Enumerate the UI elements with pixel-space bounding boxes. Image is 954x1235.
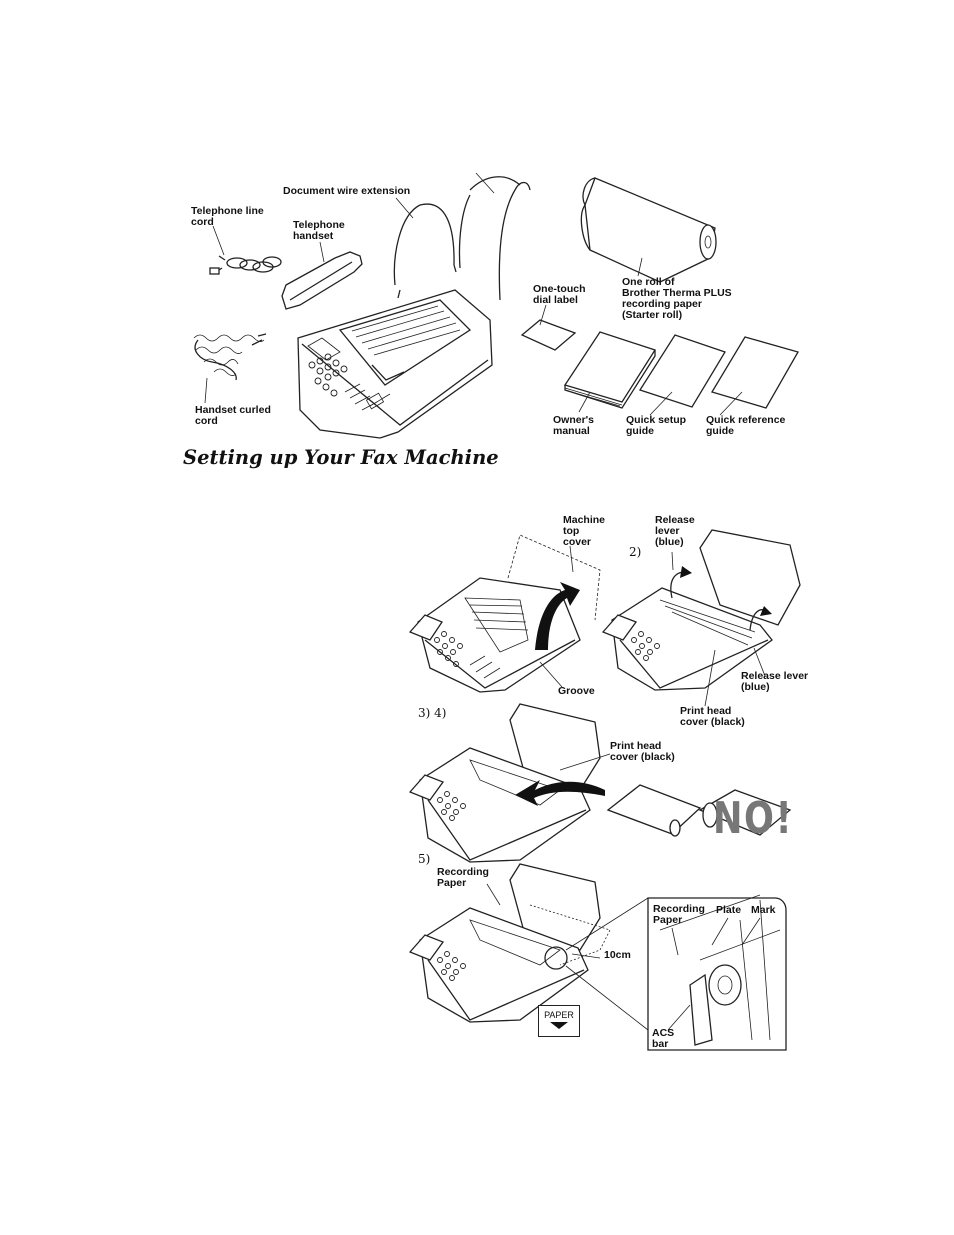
paper-roll-drawing (580, 177, 717, 283)
telephone-handset-drawing (281, 251, 363, 310)
section-title: Setting up Your Fax Machine (183, 446, 499, 469)
label-quick-reference-guide: Quick reference guide (706, 414, 786, 437)
telephone-line-cord-drawing (209, 255, 282, 275)
label-print-head-cover-step2: Print head cover (black) (680, 705, 745, 728)
label-one-touch-dial-label: One-touch dial label (533, 283, 586, 306)
step-5-number: 5) (418, 852, 431, 866)
label-telephone-line-cord: Telephone line cord (191, 205, 264, 228)
label-document-wire-extension: Document wire extension (283, 185, 411, 197)
label-machine-top-cover: Machine top cover (563, 514, 606, 548)
label-release-lever-right: Release lever (blue) (741, 670, 809, 693)
dial-label-drawing (520, 319, 577, 351)
step-3-4-number: 3) 4) (418, 706, 447, 720)
label-one-roll-paper: One roll of Brother Therma PLUS recordin… (622, 276, 732, 321)
label-recording-paper-step5: Recording Paper (437, 866, 489, 889)
label-telephone-handset: Telephone handset (293, 219, 345, 242)
label-inset-mark: Mark (751, 904, 776, 916)
label-print-head-cover-step3: Print head cover (black) (610, 740, 675, 763)
paper-button-label: PAPER (544, 1010, 574, 1020)
label-inset-acs-bar: ACS bar (652, 1027, 675, 1050)
step-2-number: 2) (629, 545, 642, 559)
label-groove: Groove (558, 685, 595, 697)
no-warning-text: NO! (713, 793, 794, 844)
leader-lines (204, 172, 743, 416)
label-10cm: 10cm (604, 949, 631, 961)
quick-reference-guide-drawing (711, 336, 799, 409)
document-wire-extension-drawing (393, 176, 531, 301)
arrow-down-icon (550, 1022, 568, 1029)
paper-button-symbol: PAPER (538, 1005, 580, 1037)
owners-manual-drawing (563, 331, 656, 409)
fax-machine-drawing (297, 289, 493, 439)
label-inset-plate: Plate (716, 904, 742, 916)
label-owners-manual: Owner's manual (553, 414, 595, 437)
handset-curled-cord-drawing (193, 333, 267, 381)
parts-illustration (193, 172, 799, 439)
quick-setup-guide-drawing (639, 334, 726, 408)
label-handset-curled-cord: Handset curled cord (195, 404, 271, 427)
label-inset-recording-paper: Recording Paper (653, 903, 705, 926)
label-release-lever-top: Release lever (blue) (655, 514, 695, 548)
label-quick-setup-guide: Quick setup guide (626, 414, 687, 437)
